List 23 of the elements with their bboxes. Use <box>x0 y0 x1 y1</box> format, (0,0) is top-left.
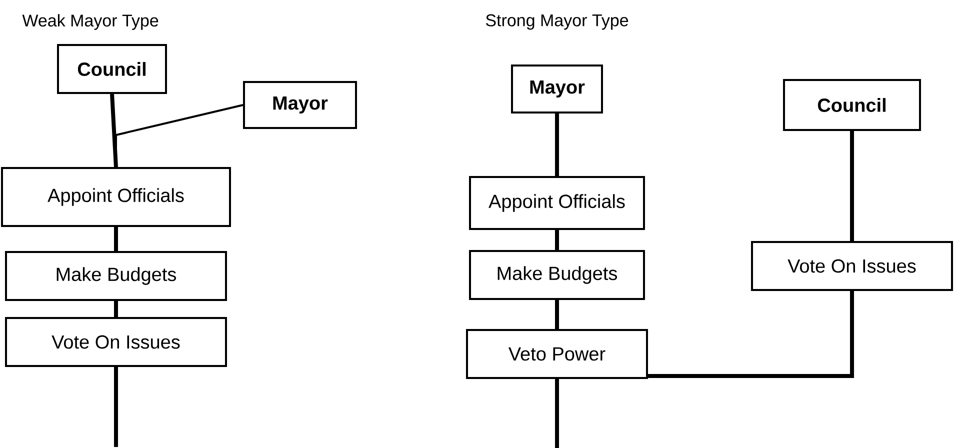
connector-line <box>114 301 118 317</box>
connector-line <box>114 367 118 447</box>
connector-line <box>850 131 854 241</box>
connector-line <box>555 379 559 448</box>
connector-line <box>110 94 118 168</box>
connector-line <box>115 104 244 167</box>
process-box: Make Budgets <box>469 250 645 300</box>
process-box: Vote On Issues <box>751 241 953 291</box>
process-box: Council <box>57 44 167 94</box>
process-box: Mayor <box>511 64 603 114</box>
connector-line <box>555 230 559 250</box>
process-box: Vote On Issues <box>5 317 227 367</box>
process-box: Veto Power <box>466 329 648 379</box>
process-box: Council <box>783 79 921 131</box>
connector-line <box>555 300 559 329</box>
process-box: Appoint Officials <box>469 176 645 230</box>
process-box: Appoint Officials <box>1 167 231 227</box>
connector-line <box>648 291 854 378</box>
connector-line <box>555 114 559 176</box>
process-box: Make Budgets <box>5 251 227 301</box>
connector-line <box>114 227 118 251</box>
process-box: Mayor <box>243 81 357 129</box>
section-heading: Strong Mayor Type <box>486 14 628 30</box>
